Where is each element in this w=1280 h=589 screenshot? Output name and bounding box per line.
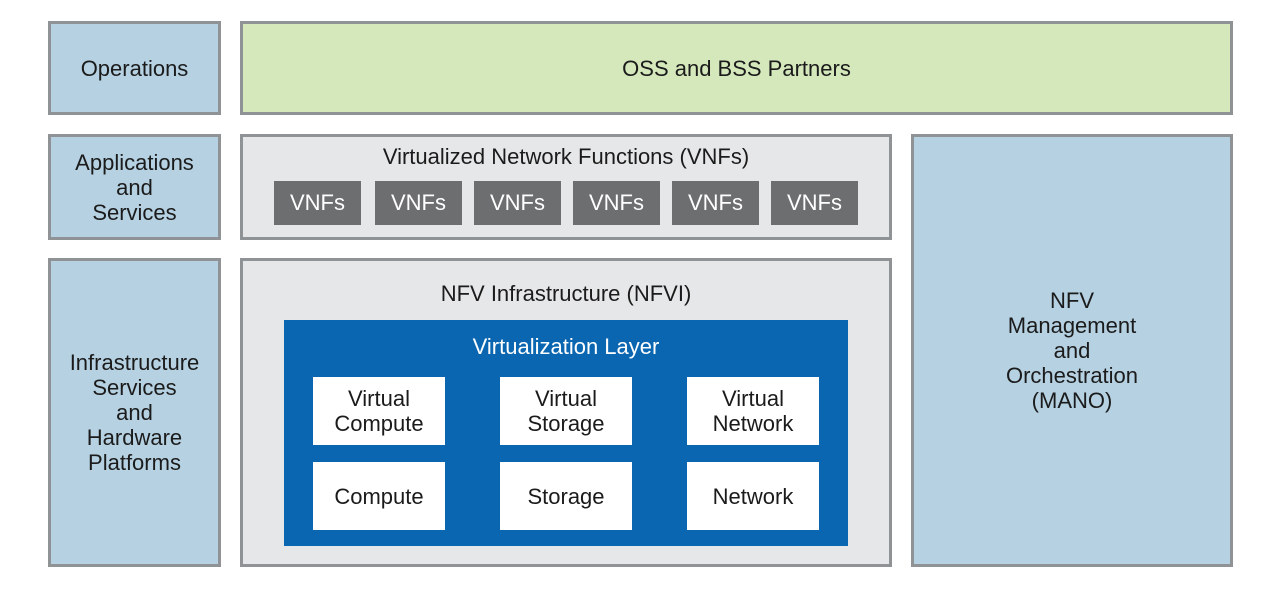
- vnf-panel-title: Virtualized Network Functions (VNFs): [382, 144, 750, 169]
- oss-bss-box: OSS and BSS Partners: [240, 21, 1233, 115]
- virtualization-layer: Virtualization Layer Virtual Compute Vir…: [284, 320, 848, 546]
- vnf-block: VNFs: [573, 181, 660, 225]
- infrastructure-label: Infrastructure Services and Hardware Pla…: [69, 350, 200, 475]
- vnf-block: VNFs: [375, 181, 462, 225]
- oss-bss-label: OSS and BSS Partners: [622, 55, 851, 81]
- compute-box: Compute: [313, 462, 445, 530]
- vnf-block: VNFs: [474, 181, 561, 225]
- virtual-compute-box: Virtual Compute: [313, 377, 445, 445]
- operations-label: Operations: [80, 55, 189, 81]
- mano-label: NFV Management and Orchestration (MANO): [1005, 288, 1139, 413]
- vnf-block: VNFs: [771, 181, 858, 225]
- virtual-storage-box: Virtual Storage: [500, 377, 632, 445]
- applications-services-box: Applications and Services: [48, 134, 221, 240]
- applications-services-label: Applications and Services: [75, 149, 194, 225]
- infrastructure-box: Infrastructure Services and Hardware Pla…: [48, 258, 221, 567]
- operations-box: Operations: [48, 21, 221, 115]
- virtual-network-box: Virtual Network: [687, 377, 819, 445]
- virtualization-layer-title: Virtualization Layer: [472, 334, 660, 359]
- mano-box: NFV Management and Orchestration (MANO): [911, 134, 1233, 567]
- network-box: Network: [687, 462, 819, 530]
- storage-box: Storage: [500, 462, 632, 530]
- nfvi-panel-title: NFV Infrastructure (NFVI): [440, 281, 692, 306]
- vnf-block: VNFs: [672, 181, 759, 225]
- vnf-block: VNFs: [274, 181, 361, 225]
